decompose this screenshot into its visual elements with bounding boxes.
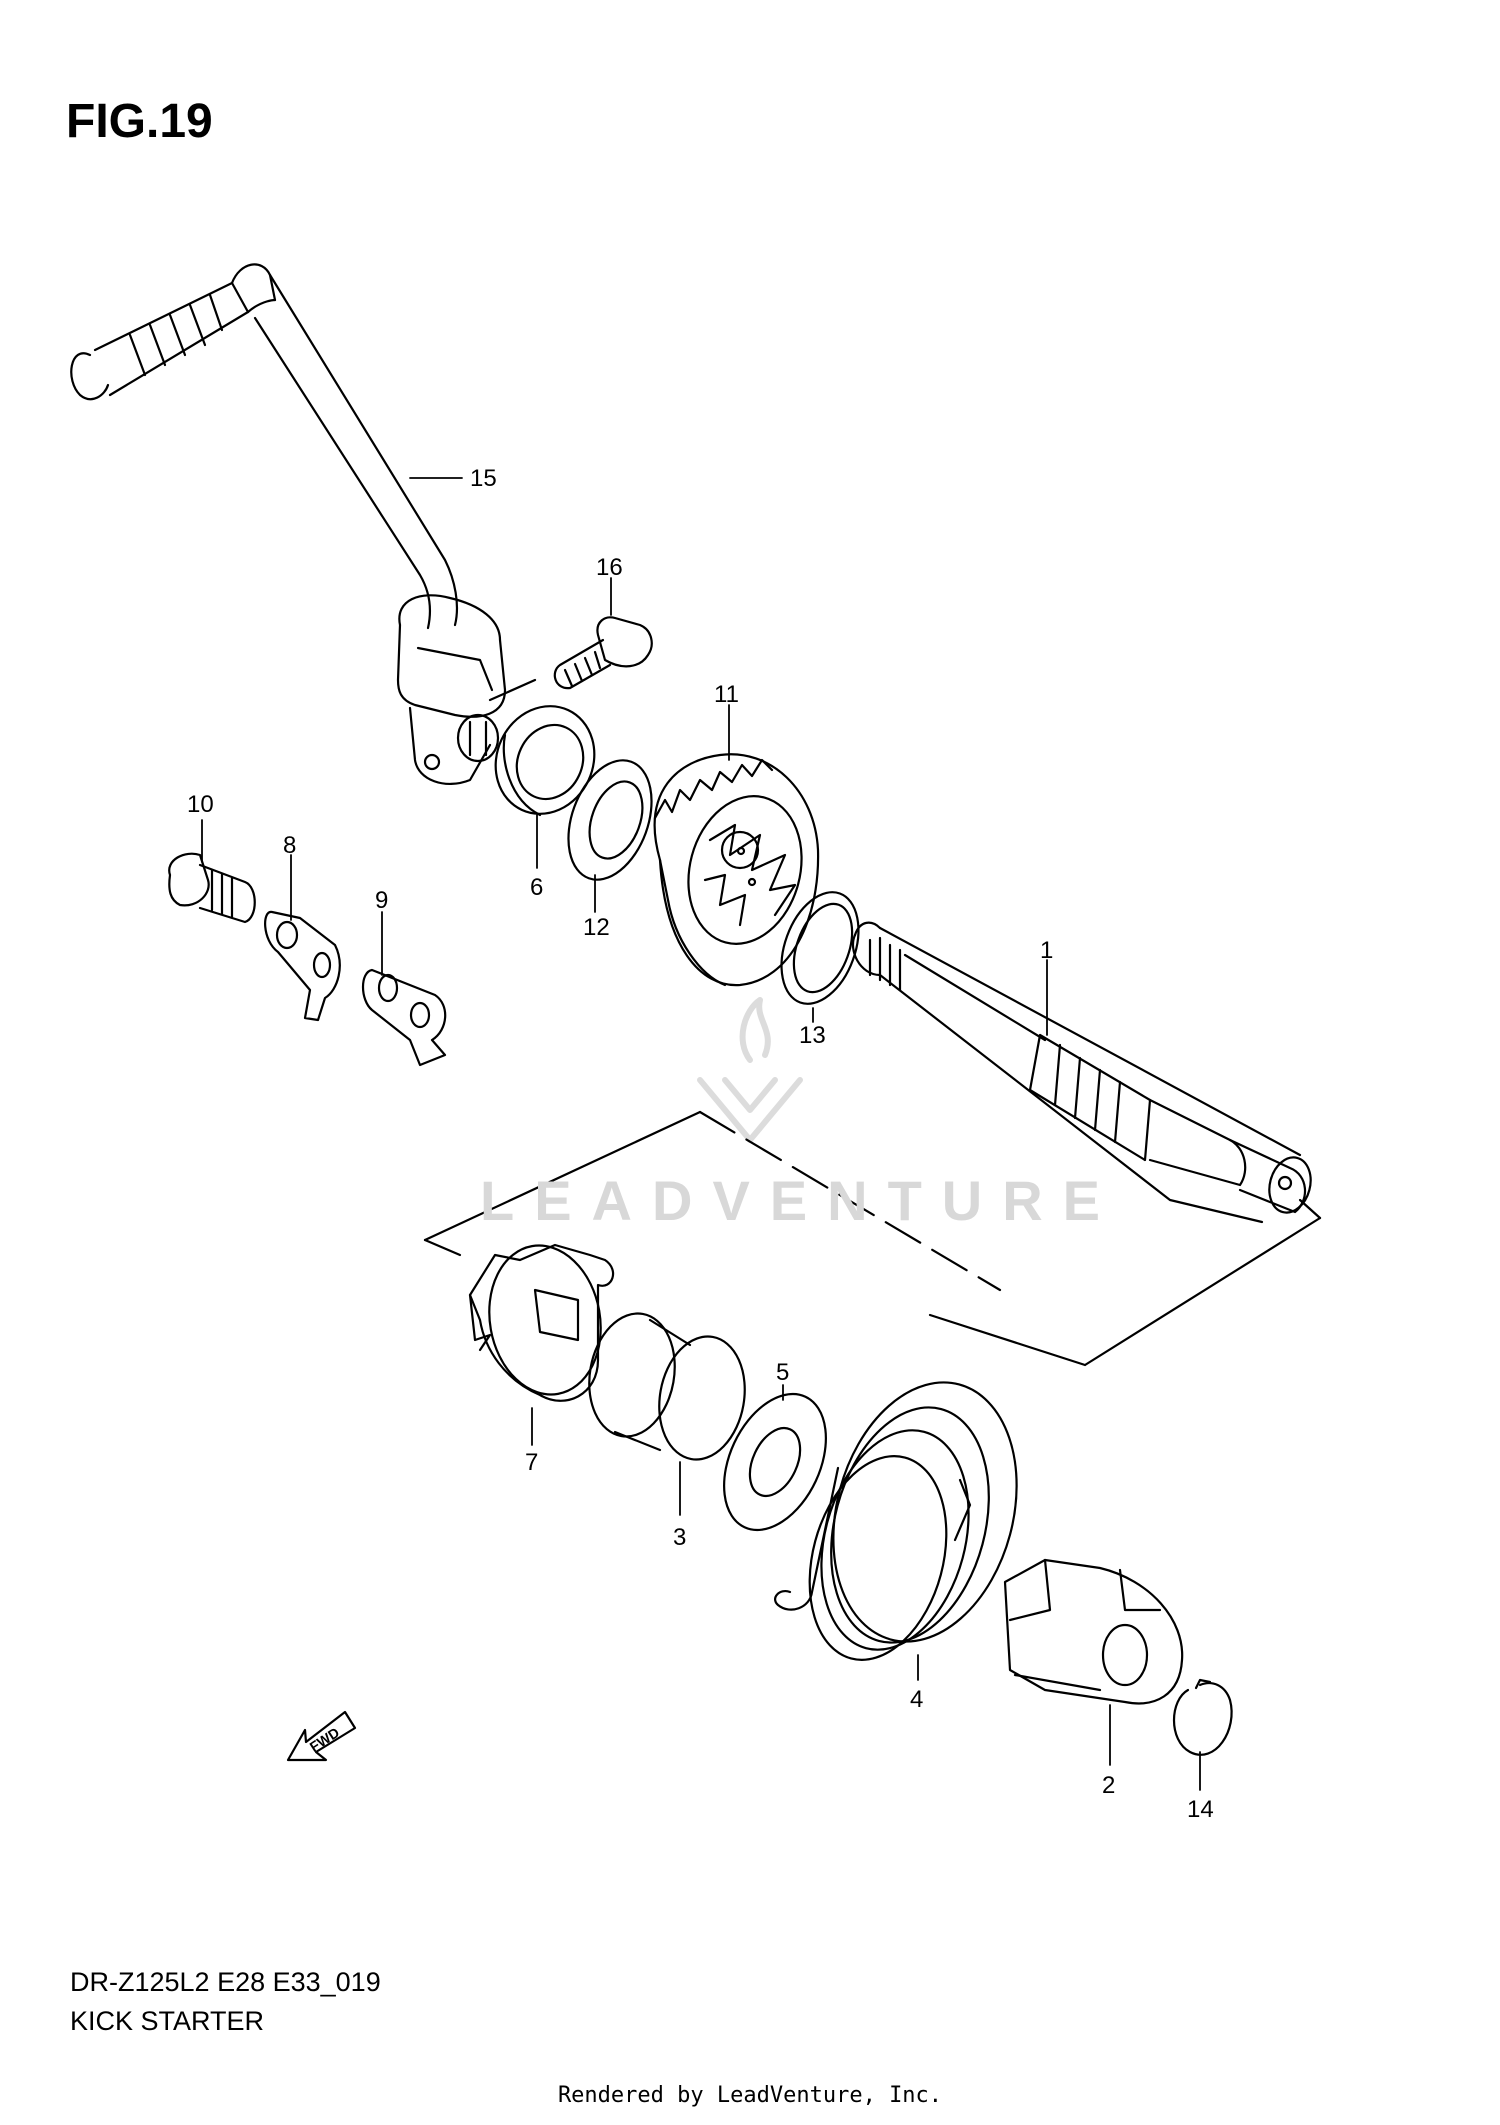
callout-16: 16 [596, 554, 623, 581]
callout-3: 3 [673, 1524, 686, 1551]
bearing-part-6 [494, 705, 596, 817]
callout-2: 2 [1102, 1772, 1115, 1799]
assembly-outline [423, 1110, 1322, 1367]
callout-15: 15 [470, 465, 497, 492]
watermark-text: LEADVENTURE [480, 1169, 1121, 1232]
watermark-logo [697, 997, 803, 1143]
render-credit: Rendered by LeadVenture, Inc. [557, 2083, 943, 2108]
kick-shaft-part-1 [851, 921, 1312, 1224]
callout-4: 4 [910, 1686, 923, 1713]
callout-10: 10 [187, 791, 214, 818]
callout-6: 6 [530, 874, 543, 901]
callout-11: 11 [714, 681, 739, 708]
ratchet-part-7 [468, 1243, 615, 1402]
washer-part-13 [780, 891, 860, 1005]
section-name: KICK STARTER [70, 2006, 265, 2036]
washer-part-12 [567, 759, 653, 881]
spring-part-3 [588, 1312, 746, 1461]
plate-part-9 [361, 968, 447, 1067]
callout-12: 12 [583, 914, 610, 941]
callout-9: 9 [375, 887, 388, 914]
fwd-arrow-icon [286, 1710, 357, 1762]
return-spring-part-4 [774, 1381, 1018, 1661]
circlip-part-14 [1172, 1678, 1233, 1756]
figure-title: FIG.19 [66, 95, 213, 148]
leader-lines [201, 477, 1201, 1791]
callout-7: 7 [525, 1449, 538, 1476]
callout-14: 14 [1187, 1796, 1214, 1823]
callout-13: 13 [799, 1022, 826, 1049]
callout-8: 8 [283, 832, 296, 859]
model-code: DR-Z125L2 E28 E33_019 [70, 1967, 381, 1997]
bolt-part-16 [553, 616, 653, 690]
guide-part-2 [1003, 1558, 1184, 1705]
kick-lever-part-15 [70, 263, 537, 785]
bolt-part-10 [168, 852, 256, 924]
kick-gear-part-11 [653, 753, 820, 987]
washer-part-5 [723, 1392, 827, 1532]
callout-labels: 15 16 11 10 8 9 6 12 1 13 5 7 3 4 2 14 F… [187, 465, 1214, 1823]
plate-part-8 [264, 910, 341, 1022]
callout-1: 1 [1040, 937, 1053, 964]
callout-5: 5 [776, 1359, 789, 1386]
